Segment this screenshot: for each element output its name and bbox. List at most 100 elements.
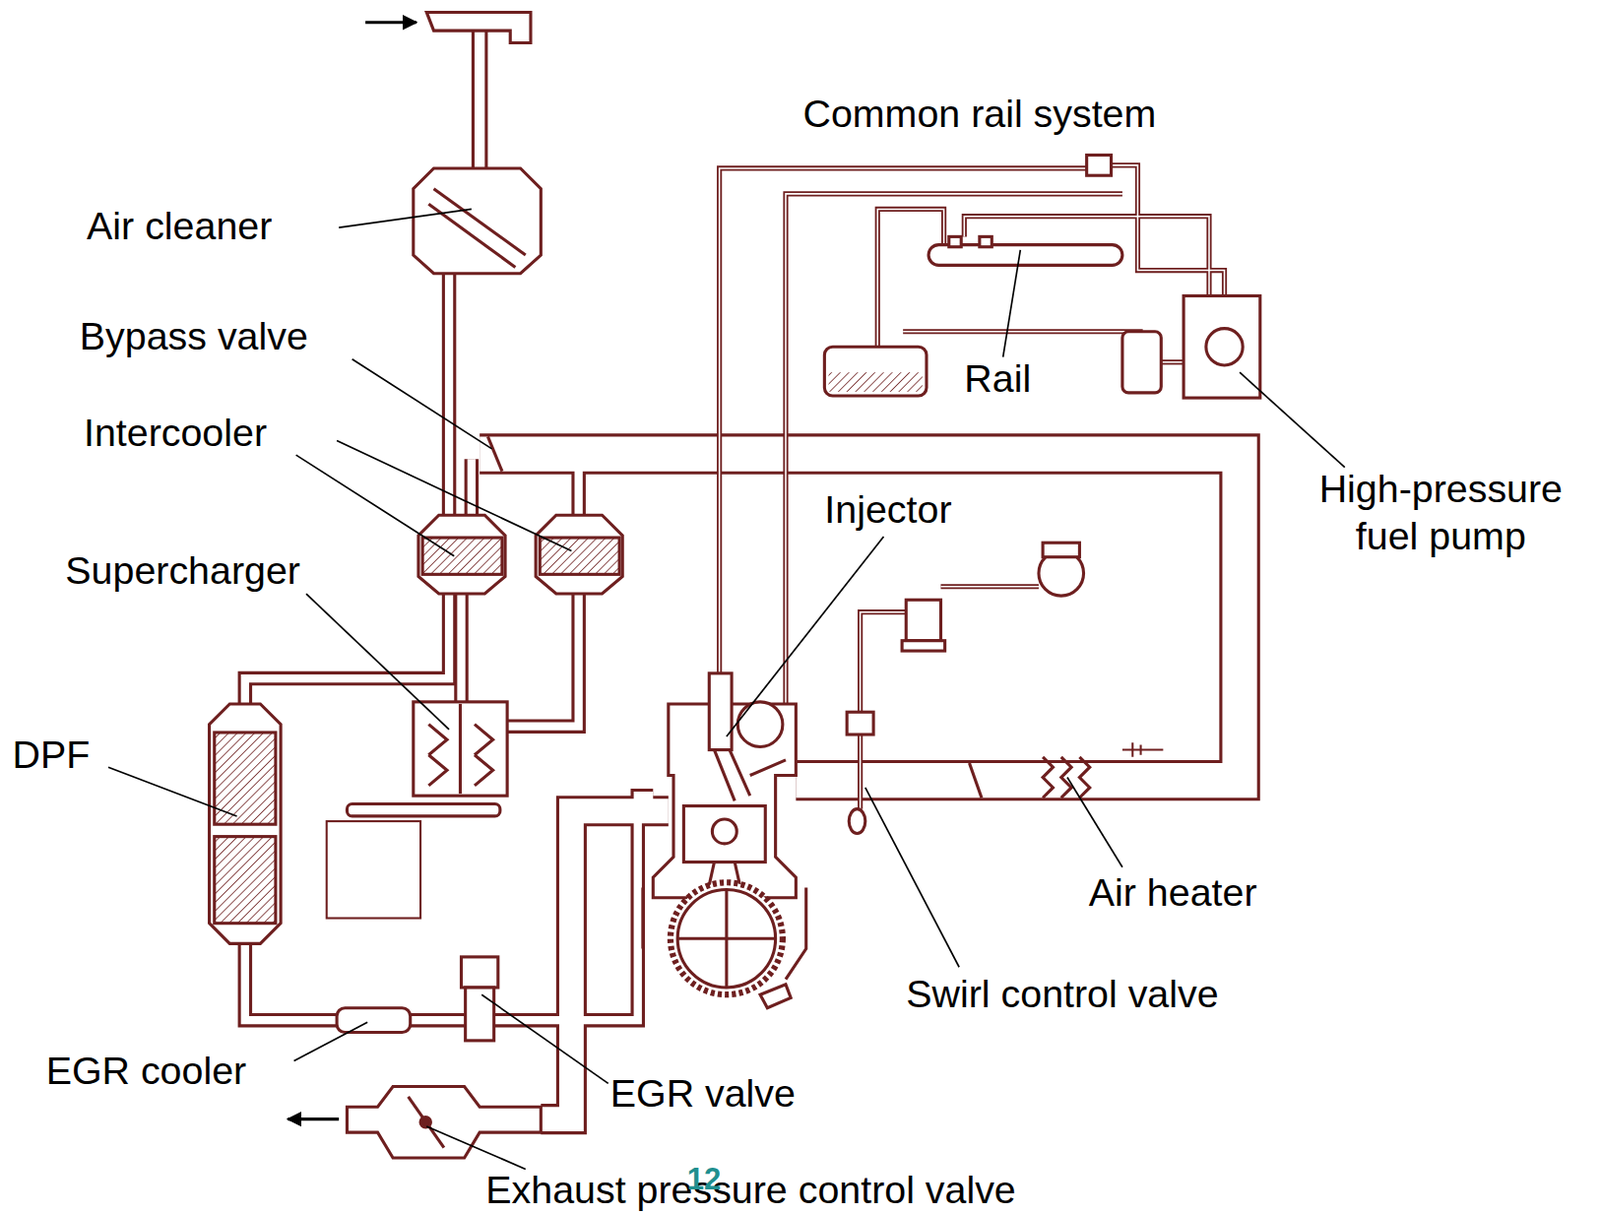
crankshaft — [724, 890, 728, 988]
fuel-line-bore — [859, 734, 862, 810]
crankshaft — [677, 890, 775, 988]
piston — [683, 806, 766, 863]
rail-port — [979, 236, 992, 247]
vacuum-valve — [905, 599, 941, 640]
pipe-outline — [245, 943, 337, 1021]
intercooler-core — [539, 537, 620, 575]
pipe-bore — [245, 943, 337, 1021]
air-heater — [1042, 757, 1090, 798]
supercharger-rotor — [428, 724, 493, 786]
fuel-line — [860, 612, 907, 713]
part-label: Supercharger — [64, 548, 301, 595]
rail-port — [949, 236, 961, 247]
part-label: Exhaust pressure control valve — [485, 1167, 1016, 1214]
fuel-pump-drive — [1206, 328, 1243, 366]
fuel-line-bore — [902, 330, 1143, 333]
part-label: EGR valve — [610, 1070, 796, 1117]
leader-line — [338, 208, 472, 228]
fuel-line — [857, 734, 863, 810]
fuel-line — [877, 208, 944, 347]
dpf — [209, 704, 282, 944]
egr-valve-actuator — [461, 957, 499, 988]
part-label: Rail — [963, 356, 1031, 403]
vacuum-valve — [901, 640, 946, 651]
pressure-sensor — [1087, 154, 1112, 176]
leader-line — [306, 593, 449, 730]
fuel-line — [785, 193, 1123, 714]
fuel-line-bore — [1111, 165, 1225, 297]
exhaust-valve-pivot — [420, 1117, 431, 1128]
air-cleaner — [413, 168, 542, 274]
leader-line — [1003, 250, 1022, 358]
vacuum-pump — [1042, 542, 1080, 558]
fuel-line-bore — [860, 612, 907, 713]
fuel-filter — [1122, 331, 1161, 393]
part-label: Bypass valve — [79, 313, 309, 360]
leader-line — [426, 1126, 526, 1170]
fuel-line — [940, 583, 1038, 589]
part-label: Intercooler — [83, 410, 267, 457]
pipe-bore — [410, 1016, 466, 1024]
outlet-arrow — [287, 1117, 339, 1121]
inlet-arrow — [365, 20, 417, 24]
part-label: Air heater — [1088, 870, 1258, 917]
swirl-actuator — [846, 711, 874, 735]
pipe-outline — [410, 1013, 466, 1028]
intercooler — [535, 514, 623, 594]
fuel-tank — [824, 346, 927, 396]
fuel-line-bore — [1160, 361, 1184, 364]
drive-belt — [346, 803, 500, 816]
intercooler — [418, 514, 506, 594]
drive-pulley — [326, 821, 421, 918]
leader-line — [726, 536, 885, 737]
crank-gear — [670, 882, 783, 995]
fuel-line — [902, 328, 1143, 334]
bypass-flap — [487, 436, 503, 471]
supercharger-rotor — [458, 704, 462, 794]
page-number: 12 — [687, 1160, 722, 1198]
leader-line — [481, 994, 608, 1084]
injector-body — [708, 673, 732, 751]
sensor — [848, 809, 866, 834]
pipe-outline — [507, 593, 579, 727]
leader-line — [865, 787, 960, 967]
ports — [713, 750, 786, 802]
dpf-core — [214, 836, 276, 924]
pipe-bore — [467, 458, 476, 515]
part-label: EGR cooler — [46, 1048, 248, 1095]
pipe-outline — [479, 453, 1240, 781]
pipe-bore — [456, 593, 465, 703]
leader-line — [1067, 777, 1123, 868]
pipework — [245, 30, 1240, 1120]
part-label: Injector — [824, 487, 952, 534]
part-label: Air cleaner — [86, 202, 272, 250]
part-label: DPF — [11, 731, 90, 778]
pipe-bore — [507, 593, 579, 727]
fuel-line — [1160, 359, 1184, 365]
fuel-line-bore — [785, 193, 1123, 714]
camshaft — [737, 702, 783, 748]
pipe-outline — [471, 30, 489, 169]
air-inlet — [426, 11, 531, 43]
sensor — [760, 984, 791, 1009]
filter-element — [434, 189, 526, 256]
group-title: Common rail system — [802, 90, 1156, 137]
piston-pin — [711, 819, 737, 844]
egr-valve — [465, 987, 495, 1041]
pipe-bore — [474, 30, 485, 169]
crankcase — [642, 887, 807, 979]
fuel-line-bore — [940, 585, 1038, 588]
part-label: Swirl control valve — [905, 971, 1218, 1019]
egr-cooler — [336, 1008, 411, 1033]
exhaust-valve-body — [346, 1086, 541, 1158]
leader-line — [296, 454, 455, 557]
leader-line — [1239, 372, 1345, 467]
part-label: High-pressure fuel pump — [1287, 466, 1595, 561]
leader-line — [108, 767, 238, 817]
fuel-level — [829, 372, 923, 392]
pipe-outline — [453, 593, 469, 703]
pipe-bore — [479, 453, 1240, 781]
leader-line — [294, 1022, 369, 1061]
